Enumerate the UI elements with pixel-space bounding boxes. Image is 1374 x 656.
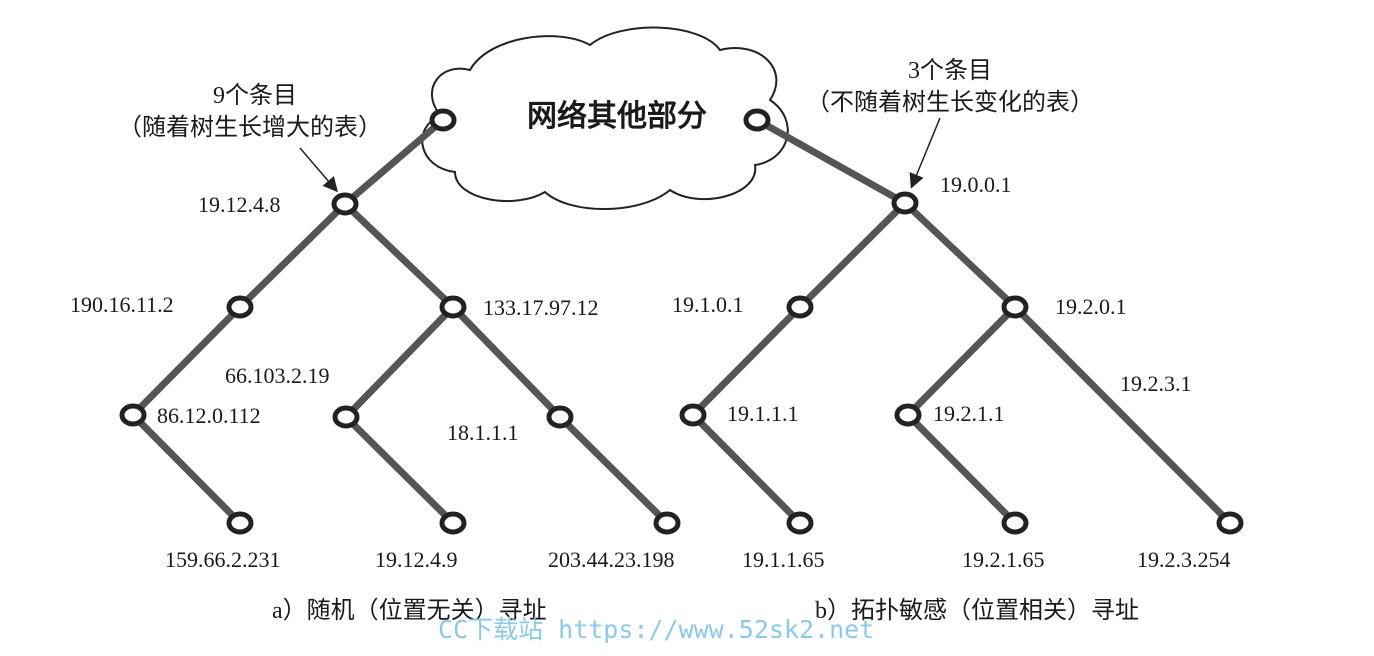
caption-left: a）随机（位置无关）寻址: [272, 597, 547, 624]
caption-right: b）拓扑敏感（位置相关）寻址: [815, 597, 1139, 624]
node-right-leaf1: [786, 511, 814, 535]
cloud-label: 网络其他部分: [527, 99, 707, 133]
right-tree-edges: [689, 116, 1234, 527]
left-note-count: 9个条目: [213, 82, 297, 109]
watermark: CC下载站 https://www.52sk2.net: [438, 615, 874, 644]
node-right-rl2: [894, 403, 922, 427]
addr-left-l2: 86.12.0.112: [157, 403, 261, 428]
node-left-leaf2: [439, 511, 467, 535]
addr-right-rl2: 19.2.1.1: [933, 401, 1005, 426]
right-note-desc: （不随着树生长变化的表）: [806, 89, 1094, 116]
addr-left-r1: 133.17.97.12: [483, 295, 599, 320]
addr-right-ll2: 19.1.1.1: [727, 401, 799, 426]
node-right-ll2: [679, 403, 707, 427]
right-note-count: 3个条目: [908, 57, 992, 84]
left-note-arrow: [299, 147, 338, 193]
addr-left-l1: 190.16.11.2: [70, 292, 174, 317]
node-right-gateway: [743, 108, 771, 132]
addr-right-l1: 19.1.0.1: [672, 292, 744, 317]
node-right-leaf3: [1216, 511, 1244, 535]
node-left-leaf1: [226, 511, 254, 535]
cloud-shape: [421, 26, 789, 210]
addr-right-root: 19.0.0.1: [940, 172, 1012, 197]
node-left-root: [331, 192, 359, 216]
addr-left-leaf2: 19.12.4.9: [375, 547, 458, 572]
addr-left-rr2: 18.1.1.1: [447, 420, 519, 445]
addr-left-rl2: 66.103.2.19: [225, 363, 330, 388]
node-left-rr2: [546, 405, 574, 429]
node-left-rl2: [332, 405, 360, 429]
addr-right-leaf2: 19.2.1.65: [962, 547, 1045, 572]
node-left-l1: [226, 295, 254, 319]
node-left-leaf3: [653, 511, 681, 535]
node-left-r1: [439, 295, 467, 319]
addr-left-root: 19.12.4.8: [198, 192, 281, 217]
addr-right-leaf1: 19.1.1.65: [742, 547, 825, 572]
addr-right-rr2: 19.2.3.1: [1120, 371, 1192, 396]
addr-right-leaf3: 19.2.3.254: [1137, 547, 1231, 572]
addr-left-leaf1: 159.66.2.231: [165, 547, 281, 572]
left-tree-nodes: [119, 108, 681, 535]
right-note-arrow: [909, 117, 941, 189]
right-tree-nodes: [679, 108, 1244, 535]
left-tree-edges: [129, 116, 671, 527]
node-right-l1: [786, 295, 814, 319]
node-right-leaf2: [1001, 511, 1029, 535]
left-note-desc: （随着树生长增大的表）: [118, 114, 382, 141]
node-right-root: [891, 191, 919, 215]
node-right-r1: [1001, 295, 1029, 319]
node-left-gateway: [429, 108, 457, 132]
node-left-l2: [119, 403, 147, 427]
addr-left-leaf3: 203.44.23.198: [548, 547, 675, 572]
addr-right-r1: 19.2.0.1: [1055, 294, 1127, 319]
